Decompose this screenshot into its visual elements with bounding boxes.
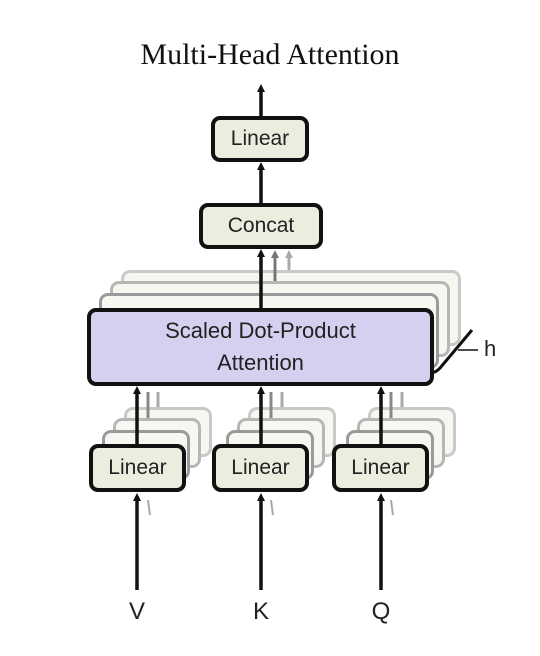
input-k-label: K [252, 598, 269, 625]
linear-k-block: Linear [212, 444, 309, 492]
heads-count-label: h [484, 336, 497, 361]
linear-k-label: Linear [231, 456, 290, 479]
linear-output-label: Linear [230, 127, 290, 150]
linear-v-block: Linear [89, 444, 186, 492]
concat-label: Concat [227, 214, 295, 237]
diagram-title: Multi-Head Attention [140, 38, 400, 71]
linear-v-label: Linear [108, 456, 167, 479]
input-v-label: V [128, 598, 145, 625]
input-q-label: Q [371, 598, 391, 625]
linear-q-label: Linear [351, 456, 410, 479]
scaled-dot-product-attention-block: Scaled Dot-Product Attention [87, 308, 434, 386]
linear-output-block: Linear [211, 116, 309, 162]
attention-label-line1: Scaled Dot-Product [165, 318, 356, 343]
concat-block: Concat [199, 203, 323, 249]
linear-q-block: Linear [332, 444, 429, 492]
attention-label-line2: Attention [217, 350, 304, 375]
